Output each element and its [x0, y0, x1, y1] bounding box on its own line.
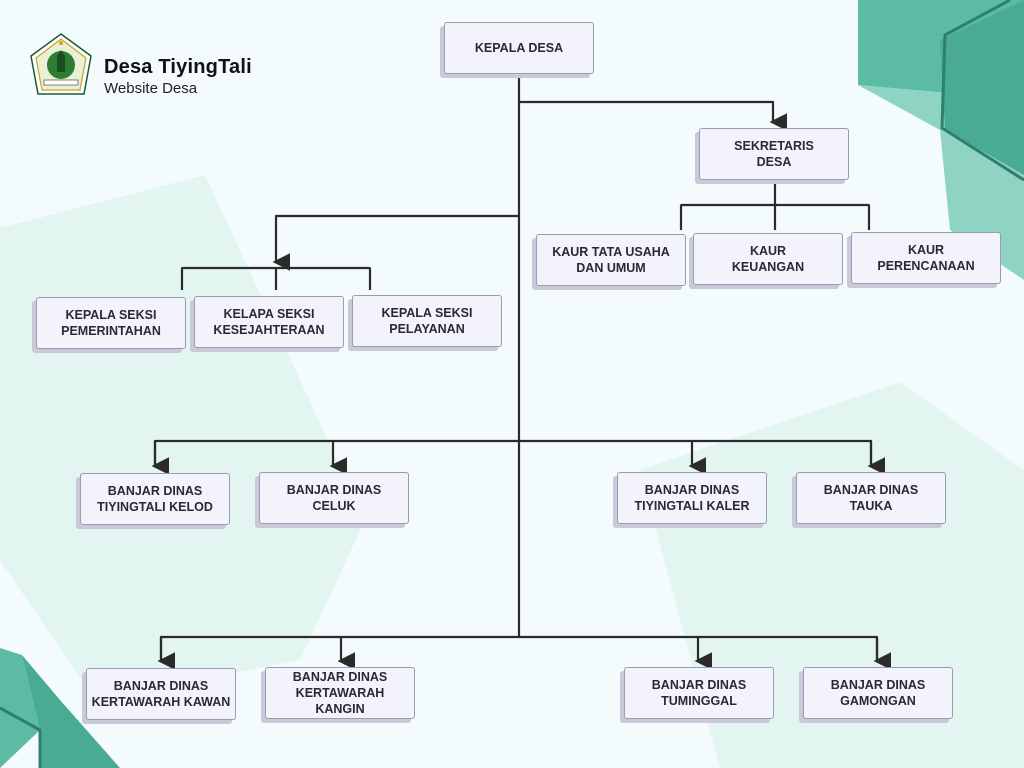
node-kepala-desa: KEPALA DESA — [444, 22, 594, 74]
node-banjar-tiyingtali-kelod: BANJAR DINAS TIYINGTALI KELOD — [80, 473, 230, 525]
site-title: Desa TiyingTali — [104, 56, 252, 78]
node-banjar-celuk: BANJAR DINAS CELUK — [259, 472, 409, 524]
node-banjar-gamongan: BANJAR DINAS GAMONGAN — [803, 667, 953, 719]
node-banjar-tuminggal: BANJAR DINAS TUMINGGAL — [624, 667, 774, 719]
node-banjar-kertawarah-kawan: BANJAR DINAS KERTAWARAH KAWAN — [86, 668, 236, 720]
node-sekretaris-desa: SEKRETARIS DESA — [699, 128, 849, 180]
site-subtitle: Website Desa — [104, 80, 198, 97]
node-banjar-tiyingtali-kaler: BANJAR DINAS TIYINGTALI KALER — [617, 472, 767, 524]
node-kasi-pelayanan: KEPALA SEKSI PELAYANAN — [352, 295, 502, 347]
node-kasi-kesejahteraan: KELAPA SEKSI KESEJAHTERAAN — [194, 296, 344, 348]
node-kaur-tata-usaha: KAUR TATA USAHA DAN UMUM — [536, 234, 686, 286]
node-kaur-keuangan: KAUR KEUANGAN — [693, 233, 843, 285]
node-kaur-perencanaan: KAUR PERENCANAAN — [851, 232, 1001, 284]
node-banjar-kertawarah-kangin: BANJAR DINAS KERTAWARAH KANGIN — [265, 667, 415, 719]
village-emblem-logo — [30, 33, 92, 95]
node-kasi-pemerintahan: KEPALA SEKSI PEMERINTAHAN — [36, 297, 186, 349]
node-banjar-tauka: BANJAR DINAS TAUKA — [796, 472, 946, 524]
